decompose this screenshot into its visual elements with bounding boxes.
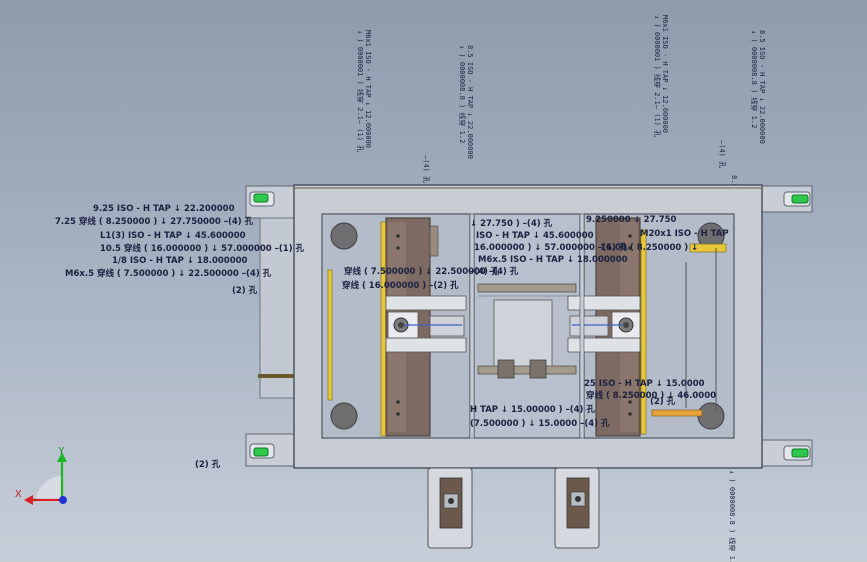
corner-hole bbox=[330, 222, 358, 250]
frame-divider bbox=[579, 213, 585, 439]
bottom-bracket-right bbox=[554, 467, 600, 549]
callout-text: M6x.5 ISO - H TAP ↓ 18.000000 bbox=[478, 255, 628, 265]
callout-text: 7.25 穿线 ( 8.250000 ) ↓ 27.750000 –(4) 孔 bbox=[55, 216, 254, 227]
vert-callout: ↓ ) 0000008.8 ) 线穿 1.2 bbox=[750, 30, 759, 128]
callout-text: L1(3) ISO - H TAP ↓ 45.600000 bbox=[100, 231, 246, 241]
callout-text: (2) 孔 bbox=[232, 285, 258, 296]
callout-text: (2) 孔 bbox=[195, 459, 221, 470]
triad-x-label: X bbox=[15, 489, 22, 500]
left-plate-strip bbox=[258, 374, 296, 378]
bottom-callouts: 25 ISO - H TAP ↓ 15.0000 穿线 ( 8.250000 )… bbox=[470, 379, 716, 429]
callout-text: (2) 孔 bbox=[650, 396, 676, 407]
callout-text: 穿线 ( 16.000000 ) –(2) 孔 bbox=[342, 280, 459, 291]
guide-strip bbox=[327, 269, 333, 401]
bottom-bracket-left bbox=[427, 467, 473, 549]
right-top-callouts: 9.250000 ↓ 27.750 M20x1 ISO - H TAP 16.0… bbox=[586, 215, 729, 253]
frame-divider bbox=[469, 213, 475, 439]
vert-callout: ↓ ) 0000008.8 ) 线穿 1.2 bbox=[458, 45, 467, 143]
callout-text: H TAP ↓ 15.00000 ) –(4) 孔 bbox=[470, 404, 595, 415]
orange-strip bbox=[651, 409, 703, 417]
vert-callout: ↓ ) 0000001 ) 线穿 2.1– (1) 孔 bbox=[653, 15, 662, 137]
vert-callout: 8.5 ISO - H TAP ↓ 22.000000 bbox=[758, 30, 766, 144]
callout-text: 9.25 ISO - H TAP ↓ 22.200000 bbox=[93, 204, 235, 214]
vert-callout: M6x1 ISO - H TAP ↓ 12.000000 bbox=[364, 30, 372, 148]
callout-text: ↓ 27.750 ) –(4) 孔 bbox=[470, 218, 553, 229]
vert-callout: 8.5 ISO - H TAP ↓ 22.000000 bbox=[466, 45, 474, 159]
guide-strip bbox=[380, 221, 387, 437]
green-roller-icon bbox=[249, 443, 275, 459]
axis-triad-icon bbox=[24, 452, 67, 505]
center-mechanism bbox=[477, 243, 727, 379]
green-roller-icon bbox=[249, 191, 275, 207]
vert-callout: ↓ ) 0000001 ) 线穿 2.1– (1) 孔 bbox=[356, 30, 365, 152]
corner-hole bbox=[330, 402, 358, 430]
callout-text: 25 ISO - H TAP ↓ 15.0000 bbox=[584, 379, 705, 389]
callout-text: (7.500000 ) ↓ 15.0000 –(4) 孔 bbox=[470, 418, 610, 429]
callout-text: M6x.5 穿线 ( 7.500000 ) ↓ 22.500000 –(4) 孔 bbox=[65, 268, 272, 279]
left-side-plate bbox=[259, 217, 297, 399]
callout-text: 16.00 ( 8.250000 ) ↓ bbox=[600, 243, 698, 253]
vert-callout: –(4) 孔 bbox=[718, 140, 726, 168]
guide-strip bbox=[640, 229, 647, 435]
callout-text: –(4) 孔 bbox=[470, 266, 500, 277]
vert-callout: M6x1 ISO - H TAP ↓ 12.000000 bbox=[661, 15, 669, 133]
left-carriage bbox=[385, 217, 467, 437]
left-callouts: 9.25 ISO - H TAP ↓ 22.200000 7.25 穿线 ( 8… bbox=[55, 204, 305, 470]
callout-text: 穿线 ( 8.250000 ) ↓ 46.0000 bbox=[586, 390, 716, 401]
callout-text: 16.000000 ) ↓ 57.000000 –(1) 孔 bbox=[474, 242, 628, 253]
callout-text: 10.5 穿线 ( 16.000000 ) ↓ 57.000000 –(1) 孔 bbox=[100, 243, 305, 254]
callout-text: ISO - H TAP ↓ 45.600000 bbox=[476, 231, 594, 241]
vert-callout: ↓ ) 0000008.8 ) 线穿 1.2 bbox=[728, 470, 737, 562]
callout-text: M20x1 ISO - H TAP bbox=[640, 229, 729, 239]
triad-y-label: Y bbox=[58, 446, 65, 457]
center-callouts: ↓ 27.750 ) –(4) 孔 ISO - H TAP ↓ 45.60000… bbox=[342, 218, 628, 291]
vert-callout: –(4) 孔 bbox=[422, 155, 430, 183]
green-roller-icon bbox=[783, 445, 811, 461]
callout-text: 穿线 ( 7.500000 ) ↓ 22.500000 –(4) 孔 bbox=[344, 266, 519, 277]
callout-text: 1/8 ISO - H TAP ↓ 18.000000 bbox=[112, 256, 248, 266]
green-roller-icon bbox=[783, 191, 811, 207]
callout-text: 9.250000 ↓ 27.750 bbox=[586, 215, 677, 225]
